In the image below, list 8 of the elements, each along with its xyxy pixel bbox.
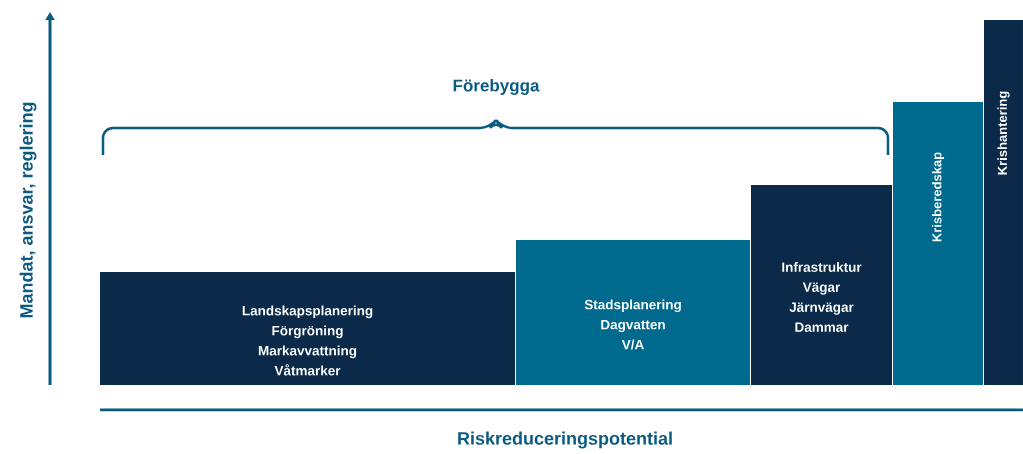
bar: Krishantering <box>984 20 1023 385</box>
bar: Krisberedskap <box>893 102 983 385</box>
bracket-label: Förebygga <box>453 79 540 95</box>
bar: Stadsplanering Dagvatten V/A <box>516 240 750 385</box>
axis-label: Mandat, ansvar, reglering <box>19 102 37 318</box>
bar: Landskapsplanering Förgröning Markavvattning Våtmarker <box>100 272 515 385</box>
axis-label: Riskreduceringspotential <box>458 431 672 449</box>
bar: Infrastruktur Vägar Järnvägar Dammar <box>751 185 892 385</box>
